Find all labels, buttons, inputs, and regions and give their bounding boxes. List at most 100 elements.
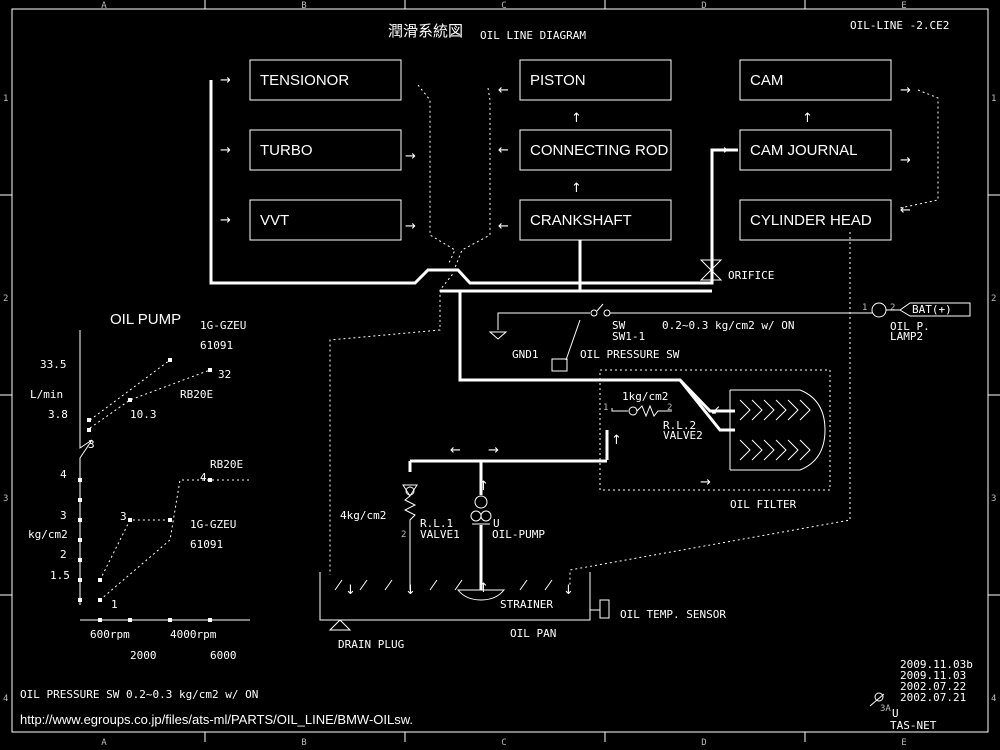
drain-plug-label: DRAIN PLUG: [338, 638, 404, 651]
arrow-up-icon: ↑: [478, 479, 489, 494]
grid-row-4-right: 4: [991, 694, 996, 704]
filter-pin-1: 1: [603, 403, 608, 413]
oil-pressure-switch[interactable]: SW SW1-1 0.2~0.3 kg/cm2 w/ ON GND1 OIL P…: [488, 303, 872, 372]
valve1-label: VALVE1: [420, 528, 460, 541]
graph-mark-4: 4: [200, 471, 207, 484]
relief-valve-1[interactable]: 4kg/cm2 R.L.1 VALVE1 2: [340, 484, 460, 590]
grid-row-2-left: 2: [3, 294, 8, 304]
revision-date-2: 2009.11.03: [900, 669, 966, 682]
orifice: ORIFICE: [699, 259, 774, 282]
grid-row-4-left: 4: [3, 694, 8, 704]
graph-x-num-1: 2000: [130, 649, 157, 662]
footer-url[interactable]: http://www.egroups.co.jp/files/ats-ml/PA…: [20, 712, 413, 727]
box-connecting-rod[interactable]: CONNECTING ROD: [519, 129, 672, 171]
box-cam-journal[interactable]: CAM JOURNAL: [739, 129, 892, 171]
graph-curve-1g-top: 1G-GZEU: [200, 319, 246, 332]
graph-y-flow-2: 3.8: [48, 408, 68, 421]
arrow-right-icon: →: [220, 143, 231, 158]
box-tensioner-label: TENSIONOR: [260, 72, 349, 89]
title-en: OIL LINE DIAGRAM: [480, 29, 586, 42]
graph-x-num-2: 6000: [210, 649, 237, 662]
graph-mark-3b: 3: [120, 510, 127, 523]
graph-y-press-4: 1.5: [50, 569, 70, 582]
box-crankshaft-label: CRANKSHAFT: [530, 212, 632, 229]
grid-col-c-bottom: C: [501, 738, 506, 748]
graph-val-103: 10.3: [130, 408, 157, 421]
grid-col-d-top: D: [701, 1, 706, 11]
oil-temp-label: OIL TEMP. SENSOR: [620, 608, 726, 621]
svg-text:3A: 3A: [880, 704, 891, 714]
graph-y-flow-1: 33.5: [40, 358, 67, 371]
grid-row-1-right: 1: [991, 94, 996, 104]
graph-mark-3a: 3: [88, 438, 95, 451]
grid-col-a-bottom: A: [101, 738, 107, 748]
arrow-right-icon: →: [900, 153, 911, 168]
valve2-label: VALVE2: [663, 429, 703, 442]
arrow-right-icon: →: [220, 73, 231, 88]
oil-pan[interactable]: STRAINER OIL PAN DRAIN PLUG OIL TEMP. SE…: [319, 572, 726, 651]
oil-pump-label: OIL-PUMP: [492, 528, 545, 541]
arrow-up-icon: ↑: [571, 111, 582, 126]
drain-plug-icon: [328, 619, 352, 631]
grid-col-d-bottom: D: [701, 738, 706, 748]
arrow-up-icon: ↑: [571, 181, 582, 196]
box-cam[interactable]: CAM: [739, 59, 892, 101]
grid-labels: A B C D E A B C D E 1 2 3 4 1 2 3 4: [3, 1, 996, 748]
pump-gear-icon: [474, 495, 488, 509]
box-tensioner[interactable]: TENSIONOR: [249, 59, 402, 101]
arrow-up-icon: ↑: [802, 111, 813, 126]
grid-row-2-right: 2: [991, 294, 996, 304]
oil-filter-label: OIL FILTER: [730, 498, 797, 511]
temp-sensor-icon: [599, 599, 610, 619]
revision-date-4: 2002.07.21: [900, 691, 966, 704]
filter-pin-2: 2: [667, 403, 672, 413]
graph-press-unit: kg/cm2: [28, 528, 68, 541]
box-turbo[interactable]: TURBO: [249, 129, 402, 171]
box-connecting-rod-label: CONNECTING ROD: [530, 142, 669, 159]
author-logo-icon: [874, 692, 884, 702]
arrow-down-icon: ↓: [405, 583, 416, 598]
footer-spec: OIL PRESSURE SW 0.2~0.3 kg/cm2 w/ ON: [20, 688, 258, 701]
graph-y-press-3: 2: [60, 548, 67, 561]
author-name: TAS-NET: [890, 719, 937, 732]
title-jp: 潤滑系統図: [388, 23, 463, 40]
box-cylinder-head-label: CYLINDER HEAD: [750, 212, 872, 229]
graph-curve-rb-bottom: RB20E: [210, 458, 243, 471]
grid-col-b-bottom: B: [301, 738, 306, 748]
graph-curve-1g-num-bottom: 61091: [190, 538, 223, 551]
box-vvt[interactable]: VVT: [249, 199, 402, 241]
graph-y-press-1: 4: [60, 468, 67, 481]
graph-curve-1g-bottom: 1G-GZEU: [190, 518, 236, 531]
oil-pressure-lamp[interactable]: 1 2 BAT(+) OIL P. LAMP2: [862, 302, 971, 343]
arrow-left-icon: ←: [450, 443, 461, 458]
graph-x-rpm-1: 600rpm: [90, 628, 130, 641]
graph-curve-rb-top: RB20E: [180, 388, 213, 401]
oil-pump[interactable]: U OIL-PUMP: [470, 495, 545, 541]
graph-curve-1g-num-top: 61091: [200, 339, 233, 352]
grid-row-3-right: 3: [991, 494, 996, 504]
grid-col-a-top: A: [101, 1, 107, 11]
arrow-left-icon: ←: [498, 83, 509, 98]
oil-filter[interactable]: 1 2 1kg/cm2 R.L.2 VALVE2 OIL FILTER: [599, 369, 831, 511]
grid-row-1-left: 1: [3, 94, 8, 104]
lamp-label: LAMP2: [890, 330, 923, 343]
arrow-down-icon: ↓: [345, 583, 356, 598]
oil-level-hatch: [334, 579, 553, 591]
sw-id-label: SW1-1: [612, 330, 645, 343]
pump-u-label: U: [493, 517, 500, 530]
oil-pan-label: OIL PAN: [510, 627, 556, 640]
grid-col-e-top: E: [901, 1, 906, 11]
grid-col-b-top: B: [301, 1, 306, 11]
sw-spec-label: 0.2~0.3 kg/cm2 w/ ON: [662, 319, 794, 332]
arrow-down-icon: ↓: [563, 583, 574, 598]
arrow-right-icon: →: [220, 213, 231, 228]
box-cylinder-head[interactable]: CYLINDER HEAD: [739, 199, 892, 241]
graph-val-32: 32: [218, 368, 231, 381]
revision-dates: 2009.11.03b 2009.11.03 2002.07.22 2002.0…: [900, 658, 973, 704]
gnd-label: GND1: [512, 348, 539, 361]
author-mark: 3A U TAS-NET: [869, 692, 937, 732]
box-piston[interactable]: PISTON: [519, 59, 672, 101]
box-crankshaft[interactable]: CRANKSHAFT: [519, 199, 672, 241]
